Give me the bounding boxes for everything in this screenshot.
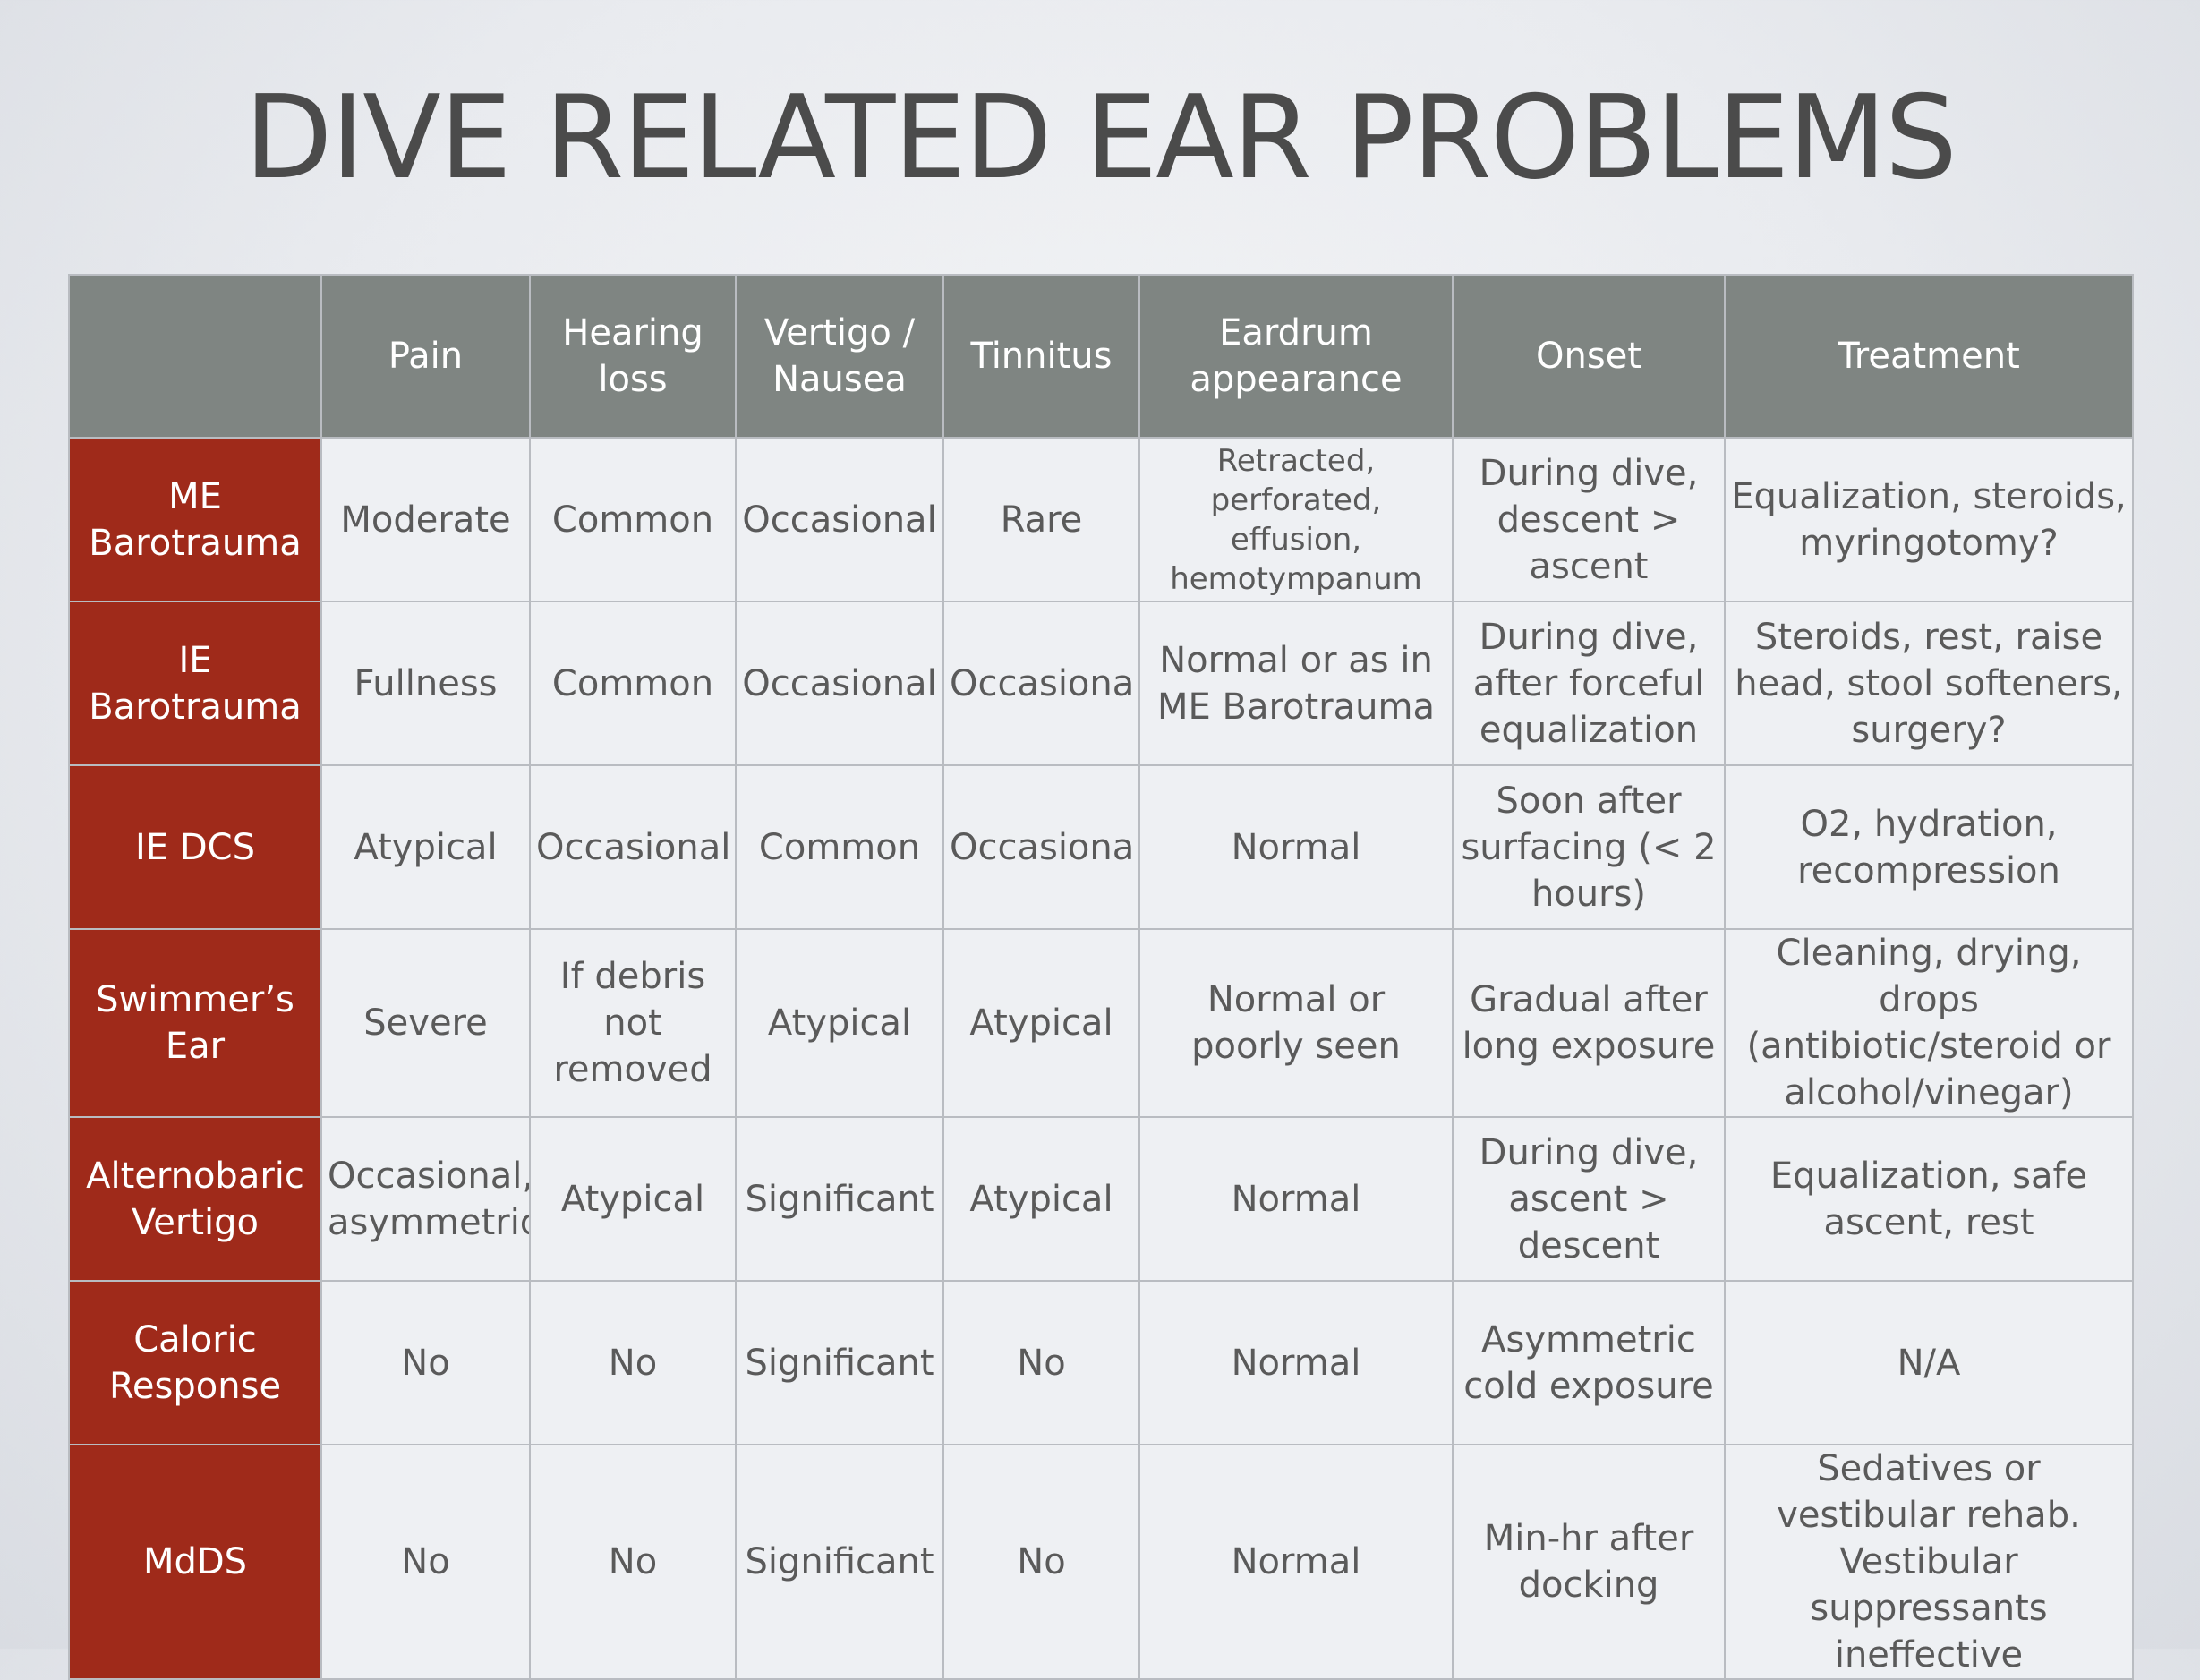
table-header-row: Pain Hearing loss Vertigo / Nausea Tinni…: [68, 274, 2134, 439]
table-cell: Asymmetric cold exposure: [1452, 1280, 1726, 1445]
table-row: IE Barotrauma Fullness Common Occasional…: [68, 601, 2134, 766]
column-header-hearing-loss: Hearing loss: [529, 274, 737, 439]
table-cell: If debris not removed: [529, 928, 737, 1118]
table-cell: Min-hr after docking: [1452, 1444, 1726, 1680]
table-cell: O2, hydration, recompression: [1724, 764, 2134, 930]
table-cell: Atypical: [735, 928, 944, 1118]
table-cell: No: [529, 1280, 737, 1445]
table-cell: Normal: [1138, 1444, 1454, 1680]
table-cell: Retracted, perforated, effusion, hemotym…: [1138, 437, 1454, 602]
table-cell: Severe: [320, 928, 531, 1118]
table-cell: Atypical: [529, 1116, 737, 1282]
table-cell: Occasional: [942, 601, 1140, 766]
table-cell: No: [320, 1444, 531, 1680]
table-row: ME Barotrauma Moderate Common Occasional…: [68, 437, 2134, 602]
table-cell: Gradual after long exposure: [1452, 928, 1726, 1118]
table-cell: Atypical: [942, 1116, 1140, 1282]
table-cell: Common: [735, 764, 944, 930]
corner-cell: [68, 274, 322, 439]
table-cell: Common: [529, 601, 737, 766]
table-row: Swimmer’s Ear Severe If debris not remov…: [68, 928, 2134, 1118]
table-cell: Atypical: [942, 928, 1140, 1118]
table-cell: Significant: [735, 1444, 944, 1680]
table-cell: Rare: [942, 437, 1140, 602]
row-label: MdDS: [68, 1444, 322, 1680]
ear-problems-table: Pain Hearing loss Vertigo / Nausea Tinni…: [68, 274, 2134, 1680]
table-cell: Common: [529, 437, 737, 602]
table-cell: Occasional: [529, 764, 737, 930]
column-header-vertigo-nausea: Vertigo / Nausea: [735, 274, 944, 439]
column-header-tinnitus: Tinnitus: [942, 274, 1140, 439]
table-cell: No: [942, 1444, 1140, 1680]
slide-title: DIVE RELATED EAR PROBLEMS: [243, 72, 1957, 205]
table-cell: Normal: [1138, 1280, 1454, 1445]
row-label: IE Barotrauma: [68, 601, 322, 766]
row-label: Caloric Response: [68, 1280, 322, 1445]
row-label: IE DCS: [68, 764, 322, 930]
column-header-pain: Pain: [320, 274, 531, 439]
row-label: Swimmer’s Ear: [68, 928, 322, 1118]
table-cell: Soon after surfacing (< 2 hours): [1452, 764, 1726, 930]
table-cell: Significant: [735, 1116, 944, 1282]
table-cell: Normal or as in ME Barotrauma: [1138, 601, 1454, 766]
table-cell: Significant: [735, 1280, 944, 1445]
table-cell: Fullness: [320, 601, 531, 766]
table-cell: Equalization, safe ascent, rest: [1724, 1116, 2134, 1282]
column-header-treatment: Treatment: [1724, 274, 2134, 439]
table-cell: Normal: [1138, 1116, 1454, 1282]
table-cell: No: [320, 1280, 531, 1445]
table-cell: Occasional: [735, 601, 944, 766]
table-cell: Steroids, rest, raise head, stool soften…: [1724, 601, 2134, 766]
table-cell: Atypical: [320, 764, 531, 930]
table-cell: During dive, after forceful equalization: [1452, 601, 1726, 766]
table-cell: N/A: [1724, 1280, 2134, 1445]
table-row: Caloric Response No No Significant No No…: [68, 1280, 2134, 1445]
table-cell: During dive, ascent > descent: [1452, 1116, 1726, 1282]
table-cell: No: [529, 1444, 737, 1680]
row-label: ME Barotrauma: [68, 437, 322, 602]
table-cell: No: [942, 1280, 1140, 1445]
table-cell: Occasional, asymmetric: [320, 1116, 531, 1282]
table-row: Alternobaric Vertigo Occasional, asymmet…: [68, 1116, 2134, 1282]
row-label: Alternobaric Vertigo: [68, 1116, 322, 1282]
table-cell: Occasional: [942, 764, 1140, 930]
table-cell: Cleaning, drying, drops (antibiotic/ster…: [1724, 928, 2134, 1118]
table-row: IE DCS Atypical Occasional Common Occasi…: [68, 764, 2134, 930]
table-row: MdDS No No Significant No Normal Min-hr …: [68, 1444, 2134, 1680]
table-cell: Sedatives or vestibular rehab. Vestibula…: [1724, 1444, 2134, 1680]
table-cell: Occasional: [735, 437, 944, 602]
column-header-eardrum-appearance: Eardrum appearance: [1138, 274, 1454, 439]
table-cell: Normal: [1138, 764, 1454, 930]
table-cell: Equalization, steroids, myringotomy?: [1724, 437, 2134, 602]
table-cell: Moderate: [320, 437, 531, 602]
table-cell: During dive, descent > ascent: [1452, 437, 1726, 602]
table-cell: Normal or poorly seen: [1138, 928, 1454, 1118]
column-header-onset: Onset: [1452, 274, 1726, 439]
